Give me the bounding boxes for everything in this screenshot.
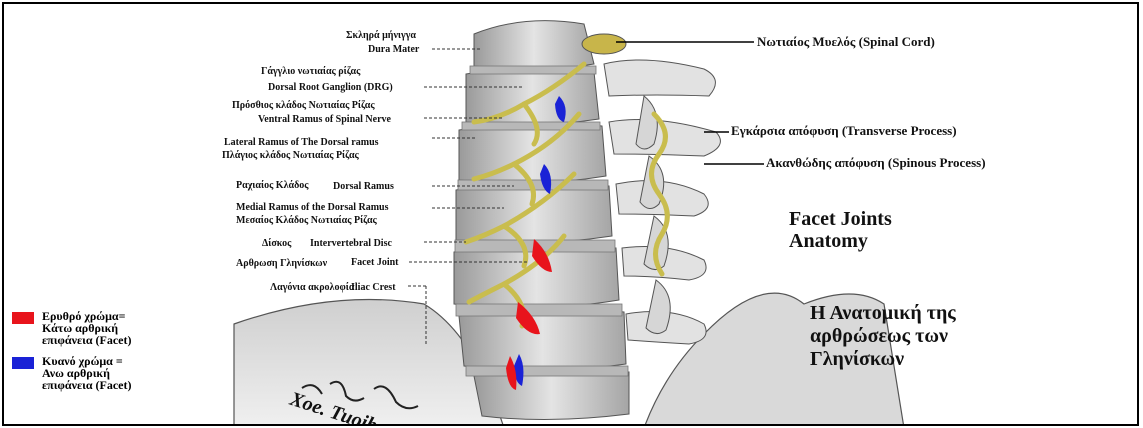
label-ventral-gr: Πρόσθιος κλάδος Νωτιαίας Ρίζας <box>232 100 375 111</box>
label-facet-gr: Αρθρωση Γληνίσκων <box>236 258 327 269</box>
label-drg-gr: Γάγγλιο νωτιαίας ρίζας <box>261 66 360 77</box>
label-iliac-gr: Λαγόνια ακρολοφία <box>270 282 354 293</box>
title-en-line1: Facet Joints <box>789 208 892 230</box>
label-dura-en: Dura Mater <box>368 44 419 55</box>
label-lateral-en: Lateral Ramus of The Dorsal ramus <box>224 137 379 148</box>
legend-blue-line3: επιφάνεια (Facet) <box>42 379 131 391</box>
title-gr-line1: Η Ανατομική της <box>810 302 956 324</box>
title-gr-line3: Γληνίσκων <box>810 348 904 370</box>
label-drg-en: Dorsal Root Ganglion (DRG) <box>268 82 393 93</box>
legend-red-text: Ερυθρό χρώμα= Κάτω αρθρική επιφάνεια (Fa… <box>42 310 131 346</box>
legend-blue-swatch <box>12 357 34 369</box>
label-medial-en: Medial Ramus of the Dorsal Ramus <box>236 202 389 213</box>
legend-red-swatch <box>12 312 34 324</box>
label-medial-gr: Μεσαίος Κλάδος Νωτιαίας Ρίζας <box>236 215 377 226</box>
label-dorsal-en: Dorsal Ramus <box>333 181 394 192</box>
label-spinal-cord: Νωτιαίος Μυελός (Spinal Cord) <box>757 34 935 50</box>
label-dura-gr: Σκληρά μήνιγγα <box>346 30 416 41</box>
label-dorsal-gr: Ραχιαίος Κλάδος <box>236 180 309 191</box>
label-ventral-en: Ventral Ramus of Spinal Nerve <box>258 114 391 125</box>
label-transverse-process: Εγκάρσια απόφυση (Transverse Process) <box>731 123 957 139</box>
label-spinous-process: Ακανθώδης απόφυση (Spinous Process) <box>766 155 986 171</box>
label-disc-gr: Δίσκος <box>262 238 291 249</box>
label-lateral-gr: Πλάγιος κλάδος Νωτιαίας Ρίζας <box>222 150 359 161</box>
title-en-line2: Anatomy <box>789 230 868 252</box>
legend-blue-text: Κυανό χρώμα = Ανω αρθρική επιφάνεια (Fac… <box>42 355 131 391</box>
label-iliac-en: Iliac Crest <box>351 282 396 293</box>
leader-lines <box>4 4 1139 426</box>
legend-red-line3: επιφάνεια (Facet) <box>42 334 131 346</box>
label-disc-en: Intervertebral Disc <box>310 238 392 249</box>
label-facet-en: Facet Joint <box>351 257 399 268</box>
title-gr-line2: αρθρώσεως των <box>810 325 948 347</box>
